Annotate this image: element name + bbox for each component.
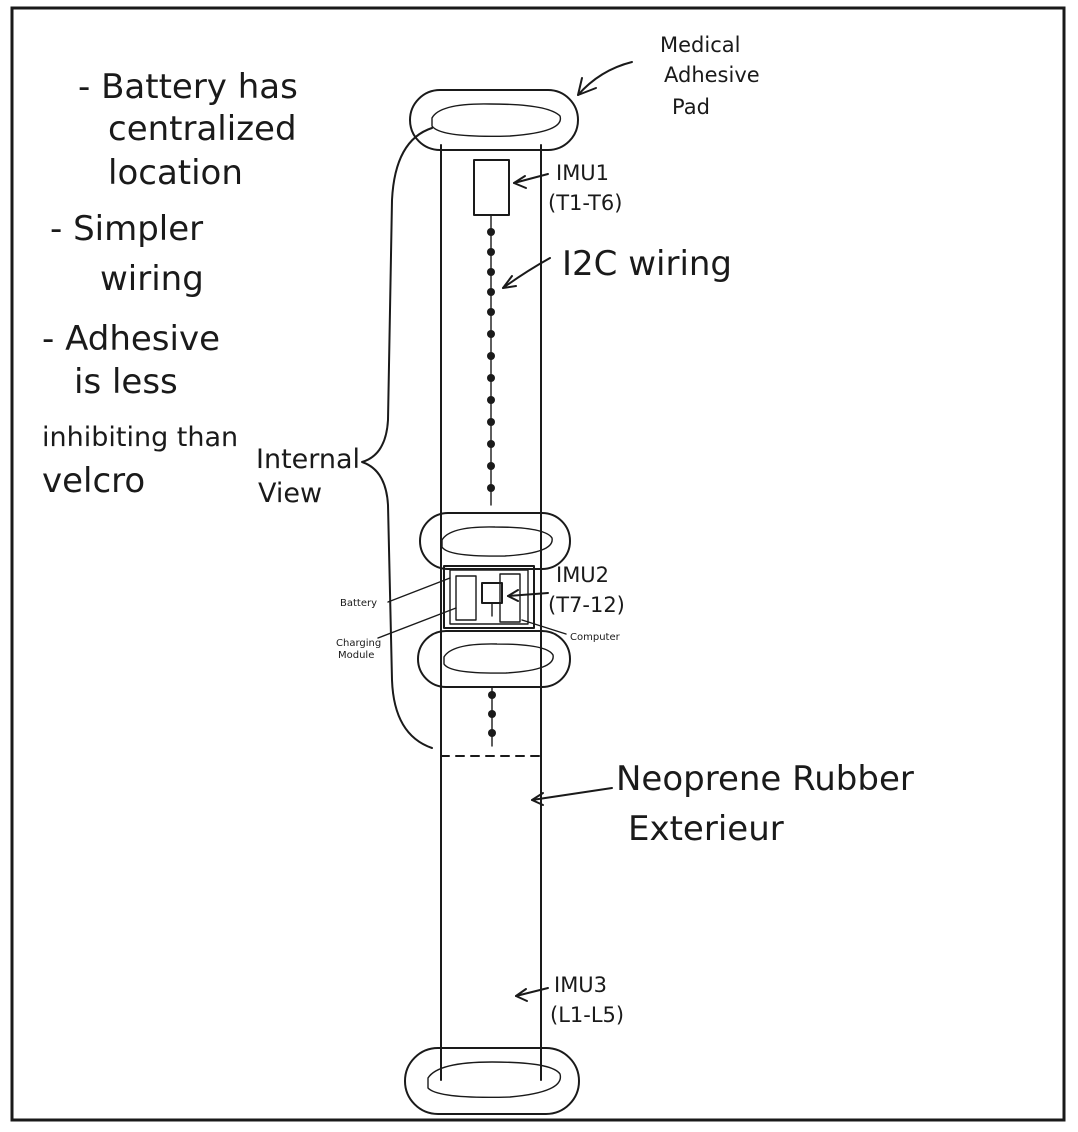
svg-text:Exterieur: Exterieur bbox=[628, 809, 784, 849]
i2c-arrow bbox=[502, 257, 551, 289]
i2c-wire-beads bbox=[487, 228, 495, 492]
note-line: - Adhesive bbox=[42, 319, 220, 359]
internal-view-label: Internal View bbox=[256, 444, 360, 509]
design-notes: - Battery has centralized location - Sim… bbox=[42, 67, 298, 501]
computer-leader bbox=[521, 619, 567, 635]
charging-leader bbox=[377, 607, 457, 639]
svg-text:IMU2: IMU2 bbox=[556, 563, 609, 587]
page-frame bbox=[10, 6, 1066, 1122]
note-line: - Battery has bbox=[78, 67, 298, 107]
adhesive-pad-bottom bbox=[404, 1047, 580, 1115]
neoprene-arrow bbox=[531, 787, 613, 806]
svg-text:Module: Module bbox=[338, 650, 374, 661]
note-line: velcro bbox=[42, 461, 145, 501]
i2c-wiring-label: I2C wiring bbox=[562, 244, 732, 284]
svg-text:(T7-12): (T7-12) bbox=[548, 593, 625, 617]
svg-text:Neoprene Rubber: Neoprene Rubber bbox=[616, 759, 914, 799]
svg-text:Charging: Charging bbox=[336, 638, 381, 649]
imu2-enclosure bbox=[443, 565, 535, 629]
imu2-label: IMU2 (T7-12) bbox=[548, 563, 625, 617]
internal-view-brace bbox=[361, 127, 433, 749]
note-line: location bbox=[108, 153, 243, 193]
pad-arrow bbox=[577, 61, 633, 96]
svg-text:Medical: Medical bbox=[660, 33, 740, 57]
imu1-box bbox=[473, 159, 510, 216]
charging-module-label: Charging Module bbox=[336, 638, 381, 661]
svg-text:(L1-L5): (L1-L5) bbox=[550, 1003, 624, 1027]
note-line: inhibiting than bbox=[42, 422, 238, 453]
computer-label: Computer bbox=[570, 632, 621, 643]
svg-text:Adhesive: Adhesive bbox=[664, 63, 760, 87]
note-line: wiring bbox=[100, 259, 204, 299]
neoprene-label: Neoprene Rubber Exterieur bbox=[616, 759, 914, 849]
svg-text:Pad: Pad bbox=[672, 95, 710, 119]
battery-leader bbox=[387, 577, 451, 603]
i2c-wire-beads-lower bbox=[488, 691, 496, 737]
battery-label: Battery bbox=[340, 598, 377, 609]
note-line: centralized bbox=[108, 109, 297, 149]
svg-text:IMU3: IMU3 bbox=[554, 973, 607, 997]
adhesive-pad-top bbox=[409, 89, 579, 151]
imu1-arrow bbox=[513, 173, 549, 189]
adhesive-pad-label: Medical Adhesive Pad bbox=[660, 33, 760, 119]
svg-text:View: View bbox=[258, 478, 322, 509]
imu2-arrow bbox=[507, 589, 549, 602]
svg-text:Internal: Internal bbox=[256, 444, 360, 475]
adhesive-pad-middle bbox=[419, 512, 571, 570]
adhesive-pad-lower bbox=[417, 630, 571, 688]
imu1-label: IMU1 (T1-T6) bbox=[548, 161, 622, 215]
note-line: - Simpler bbox=[50, 209, 203, 249]
note-line: is less bbox=[74, 362, 178, 402]
svg-text:(T1-T6): (T1-T6) bbox=[548, 191, 622, 215]
imu3-arrow bbox=[515, 987, 549, 1002]
svg-text:IMU1: IMU1 bbox=[556, 161, 609, 185]
imu3-label: IMU3 (L1-L5) bbox=[550, 973, 624, 1027]
